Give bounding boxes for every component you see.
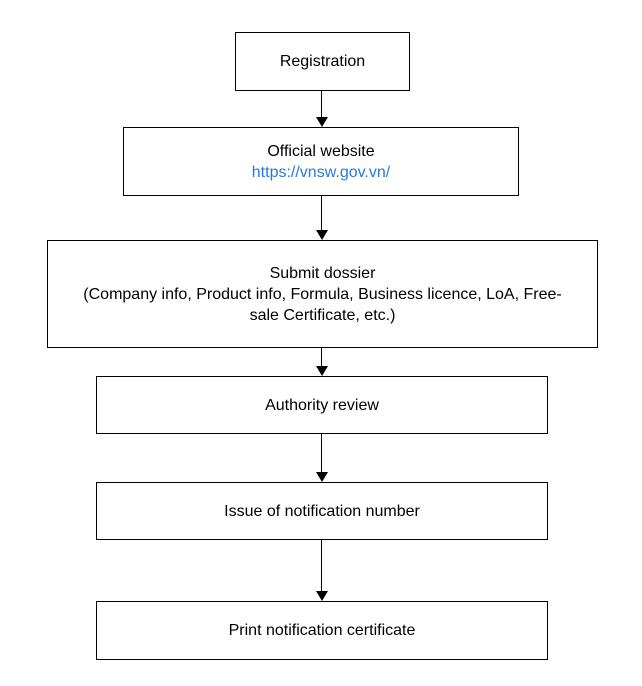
official-website-link[interactable]: https://vnsw.gov.vn/	[251, 163, 391, 181]
arrow-shaft	[320, 434, 323, 474]
arrow-head	[315, 591, 328, 601]
node-submit-dossier: Submit dossier (Company info, Product in…	[47, 240, 598, 348]
node-print-notification-certificate-label: Print notification certificate	[228, 622, 416, 639]
arrow-shaft	[320, 91, 323, 119]
arrow-shaft	[320, 348, 323, 368]
arrow-down-icon	[315, 91, 328, 127]
arrow-down-icon	[315, 434, 328, 482]
arrow-down-icon	[315, 348, 328, 376]
node-official-website: Official website https://vnsw.gov.vn/	[123, 127, 519, 196]
arrow-down-icon	[315, 196, 328, 240]
node-print-notification-certificate: Print notification certificate	[96, 601, 548, 660]
node-issue-of-notification-number-label: Issue of notification number	[224, 502, 420, 520]
arrow-head	[315, 230, 328, 240]
node-registration-label: Registration	[279, 53, 366, 70]
node-submit-dossier-detail-line-2: sale Certificate, etc.)	[249, 306, 396, 324]
node-submit-dossier-label: Submit dossier	[269, 264, 376, 282]
arrow-head	[315, 366, 328, 376]
arrow-shaft	[320, 196, 323, 232]
node-submit-dossier-detail-line-1: (Company info, Product info, Formula, Bu…	[83, 285, 562, 303]
arrow-shaft	[320, 540, 323, 593]
node-issue-of-notification-number: Issue of notification number	[96, 482, 548, 540]
node-official-website-label: Official website	[267, 142, 375, 160]
arrow-down-icon	[315, 540, 328, 601]
node-registration: Registration	[235, 32, 410, 91]
node-authority-review-label: Authority review	[265, 396, 379, 414]
arrow-head	[315, 117, 328, 127]
arrow-head	[315, 472, 328, 482]
node-authority-review: Authority review	[96, 376, 548, 434]
